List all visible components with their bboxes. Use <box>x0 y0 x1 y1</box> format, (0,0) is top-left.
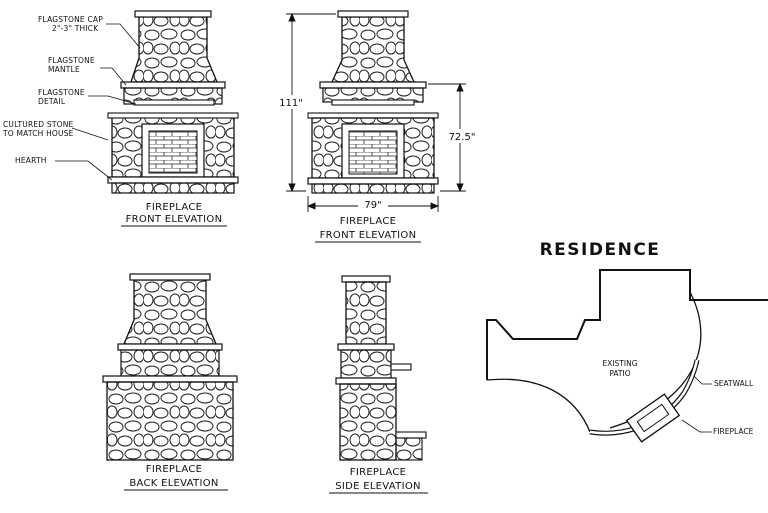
flagstone-cap <box>337 10 409 18</box>
hearth <box>307 177 439 185</box>
firebox-shoulder <box>107 112 239 119</box>
patio-label: EXISTING <box>602 359 637 368</box>
note-flagstone-cap-thickness: 2"-3" THICK <box>52 24 99 33</box>
flagstone-cap <box>129 273 211 281</box>
front-elevation-dimensioned: 111" 72.5" 79" FIREPLACE FRONT ELEVATION <box>276 10 478 243</box>
note-flagstone-mantle: FLAGSTONE <box>48 56 95 65</box>
upper-body <box>340 349 392 379</box>
patio-label-2: PATIO <box>609 369 630 378</box>
note-cultured-stone: CULTURED STONE <box>3 120 74 129</box>
flagstone-detail <box>133 99 215 106</box>
hearth-step <box>395 431 427 439</box>
back-elevation: FIREPLACE BACK ELEVATION <box>102 273 238 491</box>
chimney <box>330 16 416 83</box>
side-elevation: FIREPLACE SIDE ELEVATION <box>329 275 428 494</box>
caption-subtitle: FRONT ELEVATION <box>126 214 223 225</box>
flagstone-mantle <box>337 343 395 351</box>
leader-lines <box>55 23 141 181</box>
upper-body <box>120 349 220 377</box>
base <box>311 183 435 194</box>
brick-firebox <box>348 130 398 175</box>
front-elevation-annotated: FLAGSTONE CAP 2"-3" THICK FLAGSTONE MANT… <box>2 10 239 227</box>
fireplace-label: FIREPLACE <box>713 427 754 436</box>
note-flagstone-detail: FLAGSTONE <box>38 88 85 97</box>
note-flagstone-cap: FLAGSTONE CAP <box>38 15 103 24</box>
patio-edge <box>486 378 591 433</box>
flagstone-cap <box>134 10 212 18</box>
shoulder <box>335 377 397 385</box>
base <box>111 182 235 194</box>
caption-title: FIREPLACE <box>350 467 406 478</box>
site-plan: RESIDENCE EXISTING PATIO SEATWALL FIREPL… <box>486 240 768 443</box>
flagstone-cap <box>341 275 391 283</box>
dim-total-height: 111" <box>279 98 303 109</box>
caption-subtitle: FRONT ELEVATION <box>320 230 417 241</box>
lower-body <box>339 383 397 461</box>
caption-title: FIREPLACE <box>146 464 202 475</box>
caption-title: FIREPLACE <box>146 202 202 213</box>
hearth-base <box>395 437 423 461</box>
flagstone-detail <box>331 99 415 106</box>
dim-width: 79" <box>364 200 381 211</box>
fireplace-footprint <box>625 393 681 443</box>
flagstone-mantle <box>117 343 223 351</box>
note-flagstone-mantle-2: MANTLE <box>48 65 80 74</box>
seatwall-inner <box>589 359 699 435</box>
chimney <box>130 16 218 83</box>
caption-subtitle: SIDE ELEVATION <box>335 481 421 492</box>
lower-body <box>106 381 234 461</box>
flagstone-mantle <box>120 81 226 89</box>
note-hearth: HEARTH <box>15 156 47 165</box>
residence-outline <box>486 269 768 380</box>
brick-firebox <box>148 130 198 174</box>
hearth <box>107 176 239 184</box>
plan-leaders <box>681 375 712 433</box>
mantle-projection <box>390 363 412 371</box>
note-cultured-stone-2: TO MATCH HOUSE <box>2 129 74 138</box>
note-flagstone-detail-2: DETAIL <box>38 97 66 106</box>
chimney <box>345 281 387 345</box>
shoulder <box>102 375 238 383</box>
firebox-shoulder <box>307 112 439 119</box>
caption-subtitle: BACK ELEVATION <box>129 478 218 489</box>
chimney <box>123 279 217 345</box>
dim-mantle-height: 72.5" <box>449 132 476 143</box>
caption-title: FIREPLACE <box>340 216 396 227</box>
seatwall-label: SEATWALL <box>714 379 754 388</box>
flagstone-mantle <box>319 81 427 89</box>
residence-title: RESIDENCE <box>540 240 661 260</box>
